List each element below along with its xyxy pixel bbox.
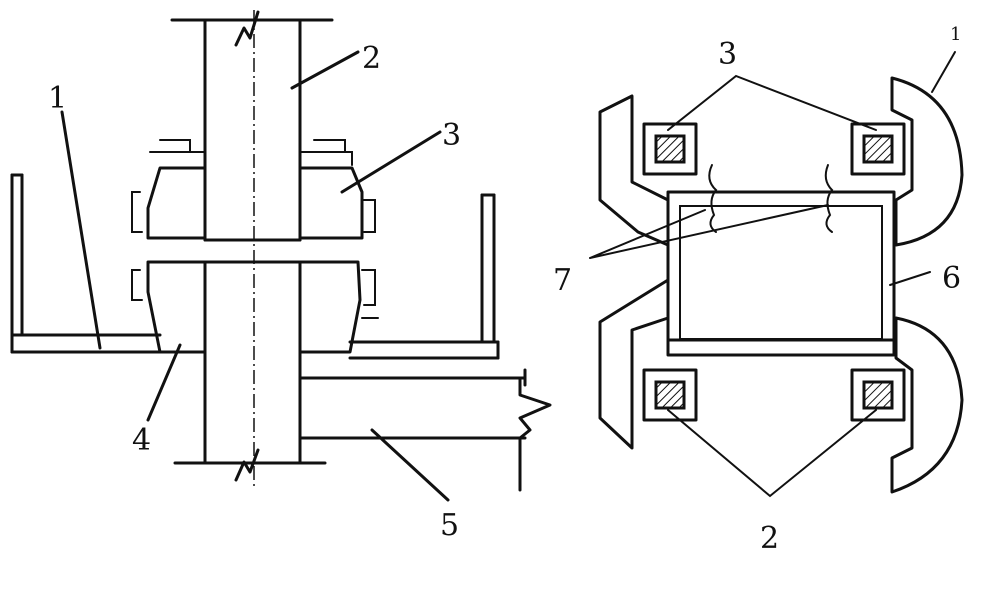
hanger-right xyxy=(824,164,834,233)
leader-2-plan xyxy=(667,409,877,498)
leader-3 xyxy=(340,130,442,194)
label-1: 1 xyxy=(48,81,67,116)
break-mark-bottom xyxy=(234,448,260,482)
left-elevation-view: 1 2 3 4 5 xyxy=(10,10,552,543)
right-plan-view: 3 2 6 7 1 xyxy=(553,24,964,556)
column-bottom-right xyxy=(850,368,906,422)
right-bottom-crescent xyxy=(890,316,964,494)
right-platform xyxy=(348,193,500,360)
left-bottom-bracket xyxy=(598,278,670,450)
column-bottom-left xyxy=(642,368,698,422)
beam xyxy=(298,368,552,492)
leader-4 xyxy=(146,343,182,422)
leader-5 xyxy=(370,428,450,502)
hanger-left xyxy=(708,164,718,233)
label-3: 3 xyxy=(442,118,461,153)
label-4: 4 xyxy=(132,423,151,458)
left-platform xyxy=(10,173,162,354)
label-plan-3: 3 xyxy=(718,37,737,72)
label-2: 2 xyxy=(362,41,381,76)
break-mark-top xyxy=(234,10,260,47)
right-top-crescent xyxy=(890,76,964,247)
leader-1-plan xyxy=(931,51,956,93)
right-bracket xyxy=(298,139,379,354)
label-5: 5 xyxy=(440,508,459,543)
column-top-left xyxy=(642,122,698,176)
label-plan-1: 1 xyxy=(950,24,961,45)
label-plan-2: 2 xyxy=(760,521,779,556)
leader-3-plan xyxy=(667,74,877,131)
leader-6-plan xyxy=(889,271,931,286)
label-plan-6: 6 xyxy=(942,261,961,296)
leader-2 xyxy=(290,50,360,90)
center-platform xyxy=(666,190,896,357)
left-top-bracket xyxy=(598,94,670,247)
left-bracket xyxy=(131,139,207,354)
column xyxy=(170,10,334,490)
leader-1 xyxy=(60,110,102,350)
label-plan-7: 7 xyxy=(553,263,572,298)
leader-7-plan xyxy=(589,204,829,259)
column-top-right xyxy=(850,122,906,176)
